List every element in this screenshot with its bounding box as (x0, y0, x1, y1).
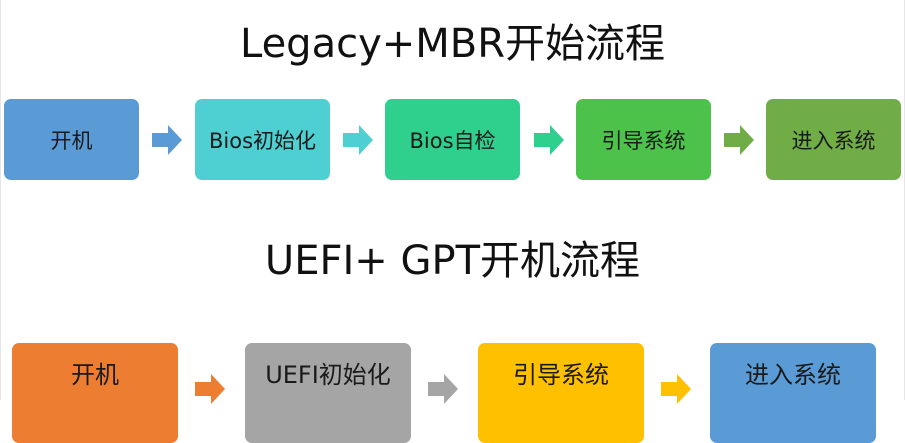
legacy-step-boot-system: 引导系统 (576, 99, 711, 180)
legacy-step-bios-init: Bios初始化 (195, 99, 330, 180)
legacy-arrow-4 (724, 125, 754, 155)
uefi-step-enter-system: 进入系统 (710, 343, 876, 443)
legacy-arrow-3 (534, 125, 564, 155)
legacy-arrow-1 (152, 125, 182, 155)
legacy-mbr-title: Legacy+MBR开始流程 (239, 21, 666, 67)
legacy-arrow-2 (343, 125, 373, 155)
uefi-arrow-2 (428, 374, 458, 404)
legacy-step-enter-system: 进入系统 (766, 99, 901, 180)
legacy-step-power-on: 开机 (4, 99, 139, 180)
uefi-step-power-on: 开机 (12, 343, 178, 443)
uefi-arrow-1 (195, 374, 225, 404)
uefi-arrow-3 (661, 374, 691, 404)
uefi-gpt-title: UEFI+ GPT开机流程 (264, 238, 641, 284)
uefi-step-boot-system: 引导系统 (478, 343, 644, 443)
uefi-step-uefi-init: UEFI初始化 (245, 343, 411, 443)
legacy-step-bios-post: Bios自检 (385, 99, 520, 180)
